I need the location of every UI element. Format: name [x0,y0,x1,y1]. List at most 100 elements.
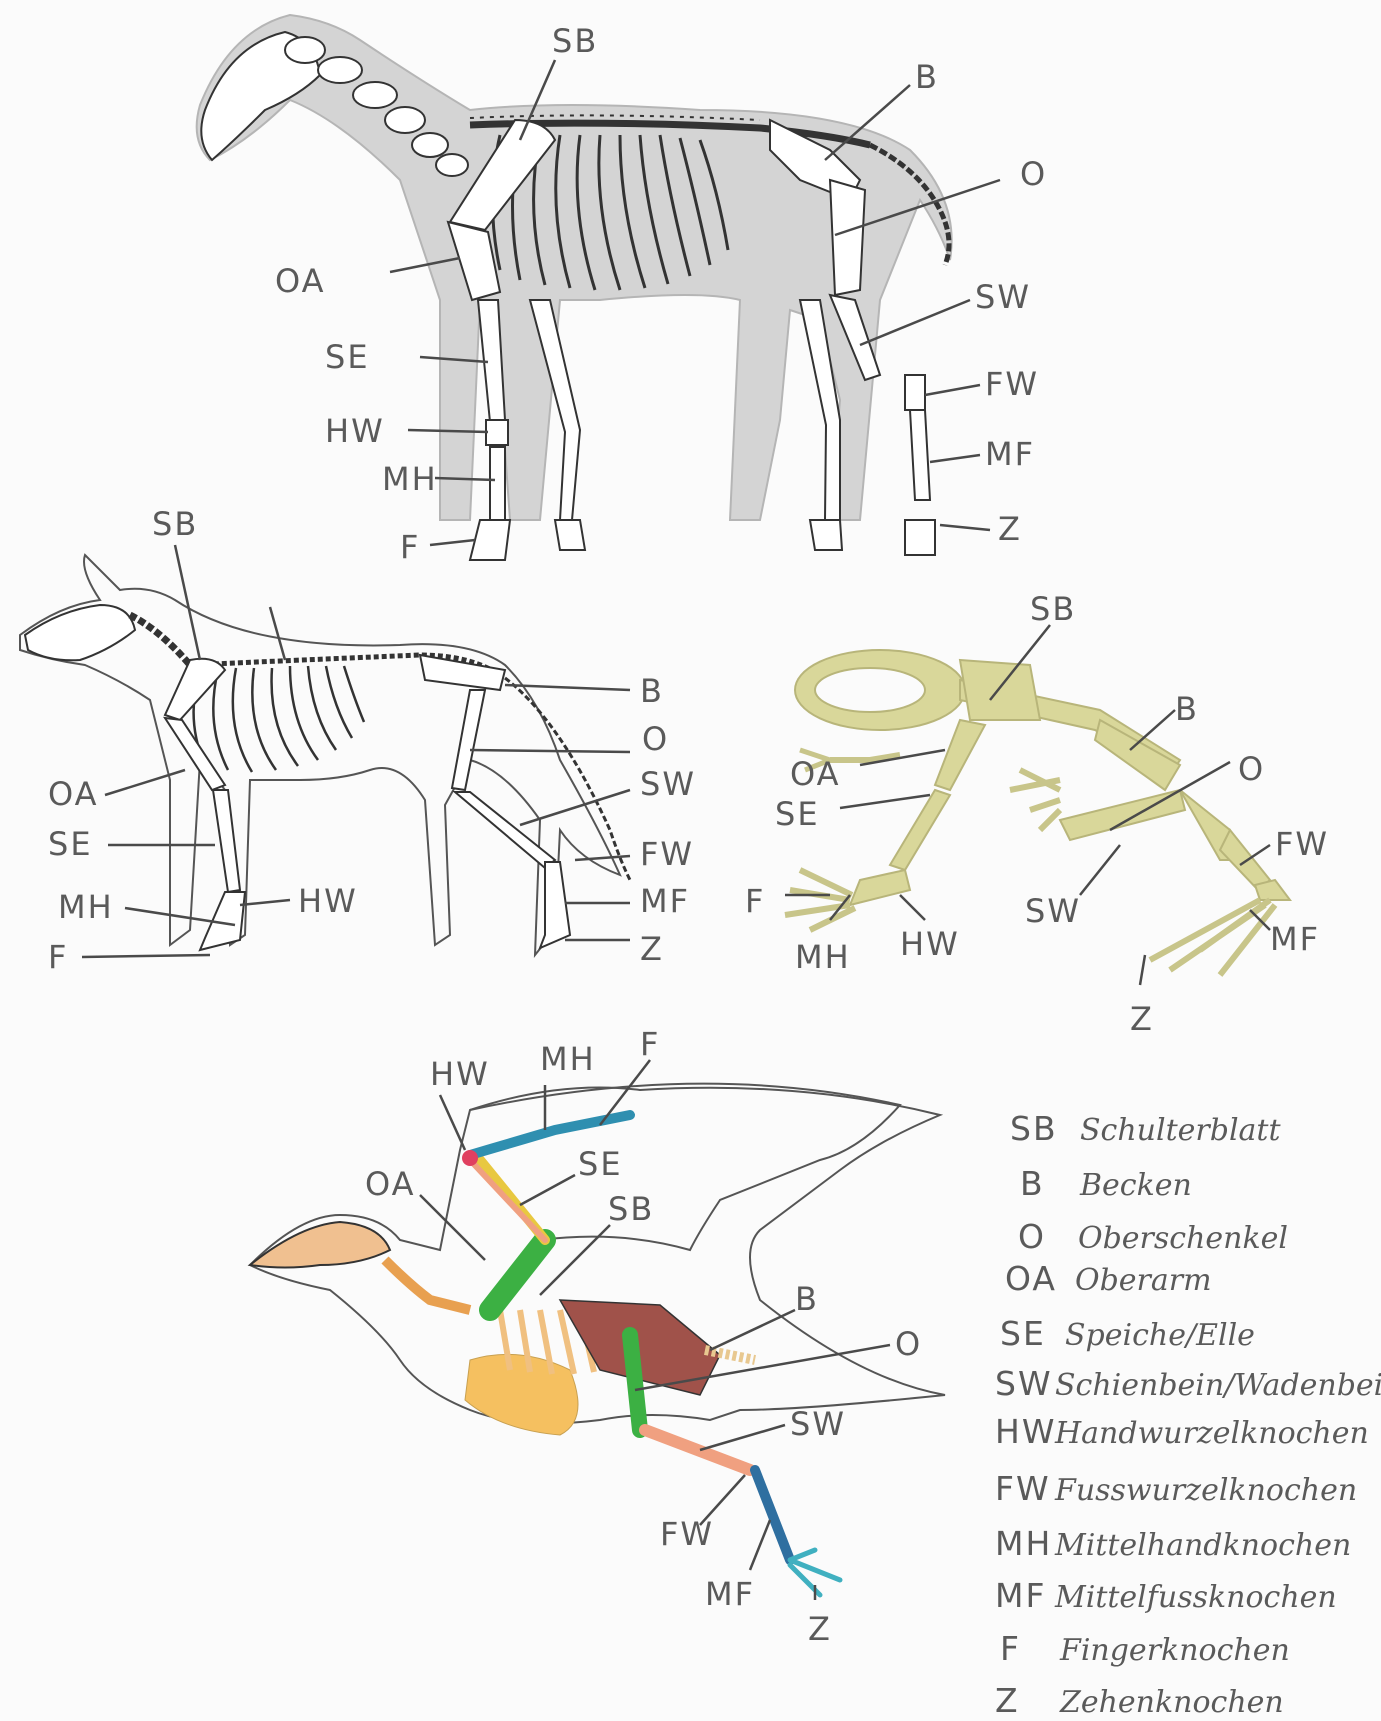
frog-front-humerus [935,720,985,790]
legend-abbr: MF [995,1576,1046,1615]
dog-label-sb: SB [152,505,198,543]
horse-tarsus [905,375,925,410]
legend-text: Schulterblatt [1080,1113,1281,1148]
legend-abbr: SB [1010,1109,1058,1148]
horse-hind-cannon [910,410,930,500]
bird-neck [385,1260,470,1310]
legend-abbr: OA [1005,1259,1057,1298]
horse-label-sw: SW [975,278,1031,316]
horse-label-f: F [400,528,420,566]
frog-label-z: Z [1130,1000,1154,1038]
bird-sternum [465,1354,578,1435]
legend-abbr: SW [995,1364,1053,1403]
horse-label-mf: MF [985,435,1035,473]
legend-text: Mittelhandknochen [1054,1528,1351,1563]
horse-front-carpal [486,420,508,445]
legend-abbr: B [1020,1164,1045,1203]
dog-labels: SB B O SW OA SE FW MH MF HW F Z [48,505,696,976]
dog-label-hw: HW [298,882,358,920]
dog-scapula [165,659,225,720]
bird-label-hw: HW [430,1055,490,1093]
legend-text: Speiche/Elle [1065,1318,1255,1353]
dog-label-b: B [640,672,664,710]
frog-label-sw: SW [1025,892,1081,930]
frog-front-radius [890,790,950,870]
legend-text: Fingerknochen [1059,1633,1290,1668]
legend-text: Oberarm [1075,1263,1212,1298]
frog-label-mh: MH [795,938,851,976]
bird-label-o: O [895,1325,922,1363]
dog-femur [452,690,485,790]
bird-label-sb: SB [608,1190,654,1228]
horse-label-oa: OA [275,262,326,300]
legend-text: Fusswurzelknochen [1054,1473,1357,1508]
bird-label-b: B [795,1280,819,1318]
legend: SB Schulterblatt B Becken O Oberschenkel… [995,1109,1381,1720]
dog-label-se: SE [48,825,93,863]
horse-label-hw: HW [325,412,385,450]
legend-text: Mittelfussknochen [1054,1580,1337,1615]
dog-label-o: O [642,720,669,758]
bird-femur [630,1335,640,1430]
horse-label-fw: FW [985,365,1039,403]
dog-hind-paw [540,862,570,948]
frog-label-oa: OA [790,755,841,793]
bird-label-f: F [640,1025,660,1063]
dog-skull [25,605,135,660]
dog-label-mf: MF [640,882,690,920]
bird-label-sw: SW [790,1405,846,1443]
frog-label-hw: HW [900,925,960,963]
horse-label-se: SE [325,338,370,376]
bird-label-mh: MH [540,1040,596,1078]
horse-hind-hoof [905,520,935,555]
legend-abbr: SE [1000,1314,1046,1353]
horse-label-mh: MH [382,460,438,498]
frog-label-mf: MF [1270,920,1320,958]
legend-abbr: HW [995,1412,1056,1451]
dog-label-mh: MH [58,888,114,926]
frog-label-fw: FW [1275,825,1329,863]
frog-hind-foot [1255,880,1290,900]
legend-text: Becken [1079,1168,1192,1203]
dog-label-sw: SW [640,765,696,803]
bird-label-mf: MF [705,1575,755,1613]
horse-label-z: Z [998,510,1022,548]
frog-scapula [960,660,1040,720]
dog-label-f: F [48,938,68,976]
frog-label-se: SE [775,795,820,833]
frog-label-b: B [1175,690,1199,728]
frog-front-hand [850,870,910,905]
horse-label-o: O [1020,155,1047,193]
legend-abbr: MH [995,1524,1052,1563]
horse-femur [830,180,865,295]
bird-carpal [462,1150,478,1166]
frog-label-sb: SB [1030,590,1076,628]
bird-tibia [645,1430,750,1470]
bird-label-z: Z [808,1610,832,1648]
bird-humerus [490,1240,545,1310]
legend-text: Zehenknochen [1059,1685,1284,1720]
horse-front-hoof [470,520,510,560]
dog-front-radius [213,790,240,892]
bird-label-oa: OA [365,1165,416,1203]
legend-abbr: O [1018,1217,1046,1256]
legend-abbr: F [1000,1629,1021,1668]
frog-label-f: F [745,882,765,920]
horse-label-b: B [915,58,939,96]
frog-label-o: O [1238,750,1265,788]
dog-ribcage [194,666,364,772]
bird-label-se: SE [578,1145,623,1183]
dog-label-fw: FW [640,835,694,873]
dog-neck-vertebrae [130,615,190,665]
legend-text: Handwurzelknochen [1054,1416,1369,1451]
horse-front-cannon [490,447,505,520]
legend-abbr: FW [995,1469,1051,1508]
horse-label-sb: SB [552,22,598,60]
legend-abbr: Z [995,1681,1020,1720]
dog-label-oa: OA [48,775,99,813]
bird-label-fw: FW [660,1515,714,1553]
dog-label-z: Z [640,930,664,968]
legend-text: Schienbein/Wadenbein [1055,1368,1381,1403]
legend-text: Oberschenkel [1078,1221,1288,1256]
